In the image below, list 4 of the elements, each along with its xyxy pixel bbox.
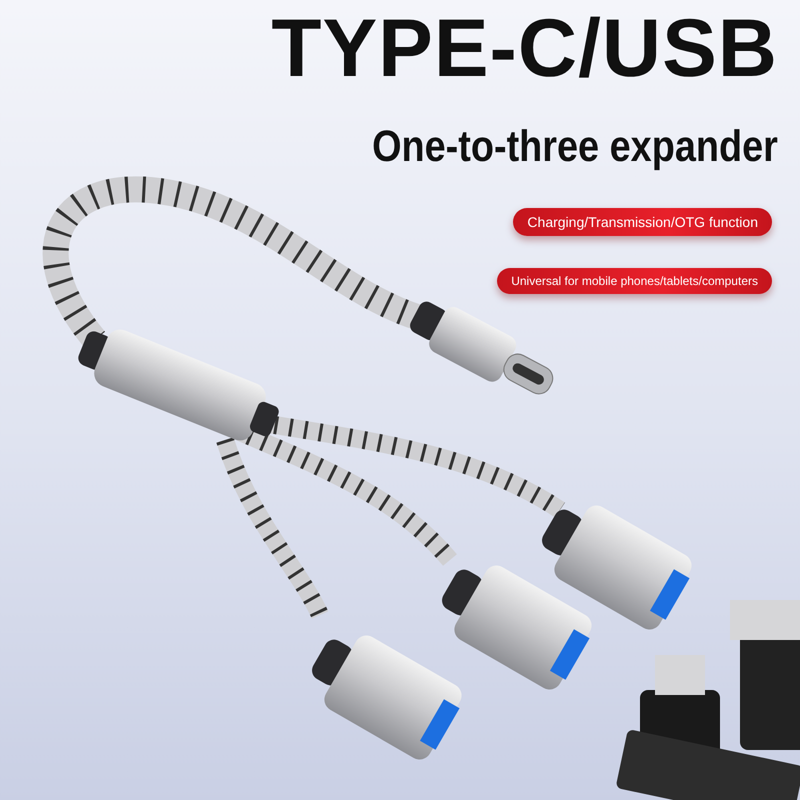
subtitle: One-to-three expander — [372, 122, 778, 172]
title: TYPE-C/USB — [271, 2, 778, 96]
feature-banner: Charging/Transmission/OTG function — [513, 208, 772, 236]
feature-banner: Universal for mobile phones/tablets/computers — [497, 268, 772, 294]
